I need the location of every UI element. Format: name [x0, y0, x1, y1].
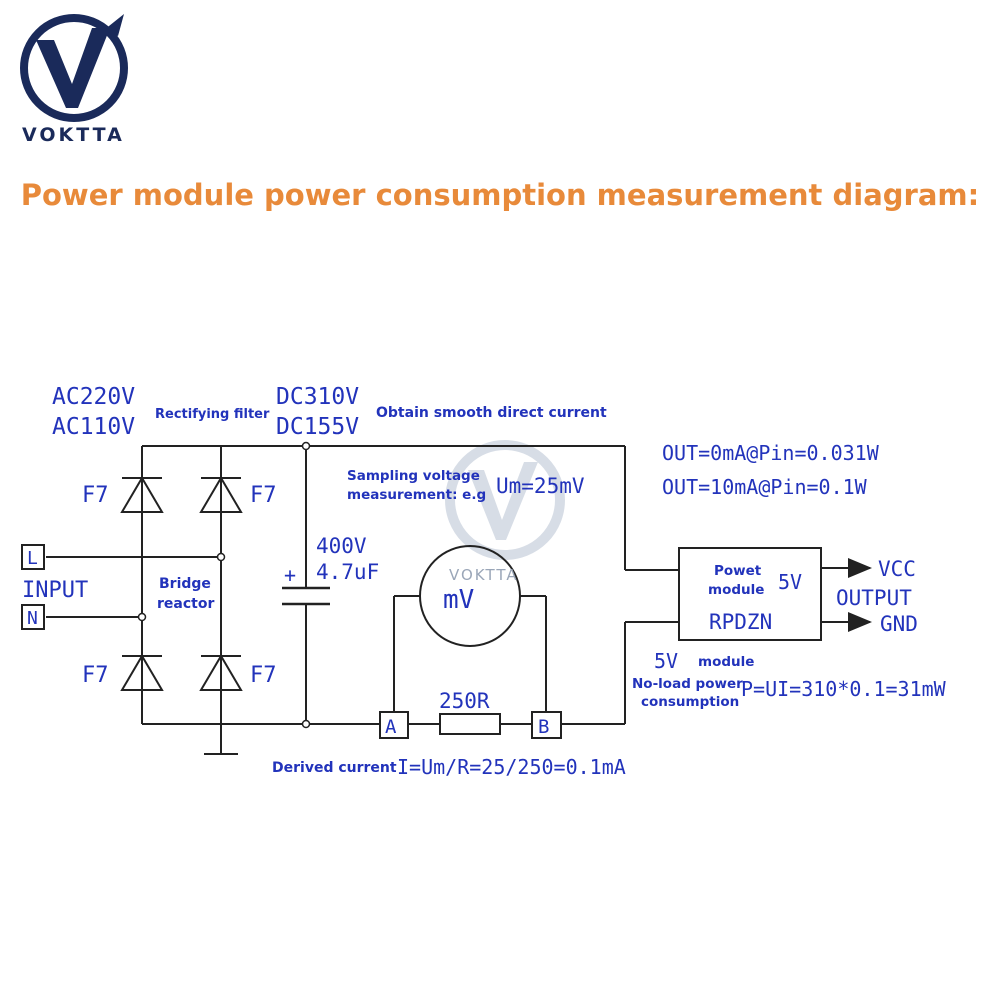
label-output: OUTPUT: [836, 586, 912, 610]
diode-top-right: [199, 476, 243, 513]
resistor-250r: [439, 713, 501, 735]
logo-swoosh: [104, 14, 124, 36]
power-module-box: [678, 547, 822, 641]
wires: [46, 445, 679, 755]
node-b-label: B: [538, 716, 549, 738]
diode-top-left: [120, 476, 164, 513]
label-smooth-current: Obtain smooth direct current: [376, 405, 607, 421]
label-cap-value: 4.7uF: [316, 560, 379, 584]
label-rectifying-filter: Rectifying filter: [155, 407, 270, 422]
label-vcc: VCC: [878, 557, 916, 581]
label-bridge: Bridge: [159, 576, 211, 592]
label-consumption: consumption: [641, 694, 739, 710]
terminal-n-label: N: [27, 608, 38, 629]
label-dc155: DC155V: [276, 414, 359, 440]
label-no-load-power: No-load power: [632, 676, 743, 692]
label-f7-top-left: F7: [82, 483, 109, 508]
label-out-10ma: OUT=10mA@Pin=0.1W: [662, 475, 868, 499]
module-label-module: module: [708, 582, 764, 598]
brand-name: VOKTTA: [22, 124, 125, 146]
label-cap-voltage: 400V: [316, 534, 367, 558]
label-reactor: reactor: [157, 596, 214, 612]
label-f7-bottom-left: F7: [82, 663, 109, 688]
label-f7-top-right: F7: [250, 483, 277, 508]
label-5v: 5V: [654, 649, 678, 673]
label-um: Um=25mV: [496, 474, 585, 498]
logo-v-mark: [36, 28, 110, 108]
node-a-label: A: [385, 716, 397, 738]
junctions: [137, 441, 311, 729]
label-current-formula: I=Um/R=25/250=0.1mA: [397, 755, 626, 779]
terminal-l-label: L: [27, 548, 38, 569]
diode-bottom-right: [199, 654, 243, 691]
label-sampling-voltage: Sampling voltage: [347, 468, 480, 484]
capacitor-plus: +: [284, 563, 296, 587]
module-label-5v: 5V: [778, 570, 802, 594]
label-measurement: measurement: e.g: [347, 487, 486, 503]
module-label-powet: Powet: [714, 563, 762, 579]
node-b-box: [531, 711, 562, 739]
label-gnd: GND: [880, 612, 918, 636]
label-resistor: 250R: [439, 689, 490, 713]
label-f7-bottom-right: F7: [250, 663, 277, 688]
node-a-box: [379, 711, 409, 739]
terminal-n-box: [21, 604, 45, 630]
capacitor: [282, 586, 330, 606]
module-label-rpdzn: RPDZN: [709, 610, 772, 634]
diode-bottom-left: [120, 654, 164, 691]
watermark-text: VOKTTA: [449, 566, 519, 584]
label-module-word: module: [698, 654, 754, 670]
meter-label: mV: [443, 585, 474, 615]
page-title: Power module power consumption measureme…: [20, 178, 980, 212]
terminal-l-box: [21, 544, 45, 570]
label-ac110: AC110V: [52, 414, 135, 440]
label-derived-current: Derived current: [272, 760, 397, 776]
label-input: INPUT: [22, 578, 88, 603]
label-power-formula: P=UI=310*0.1=31mW: [741, 677, 947, 701]
voktta-logo: [20, 14, 128, 122]
millivolt-meter: [419, 545, 521, 647]
label-out-0ma: OUT=0mA@Pin=0.031W: [662, 441, 880, 465]
label-ac220: AC220V: [52, 384, 135, 410]
label-dc310: DC310V: [276, 384, 359, 410]
